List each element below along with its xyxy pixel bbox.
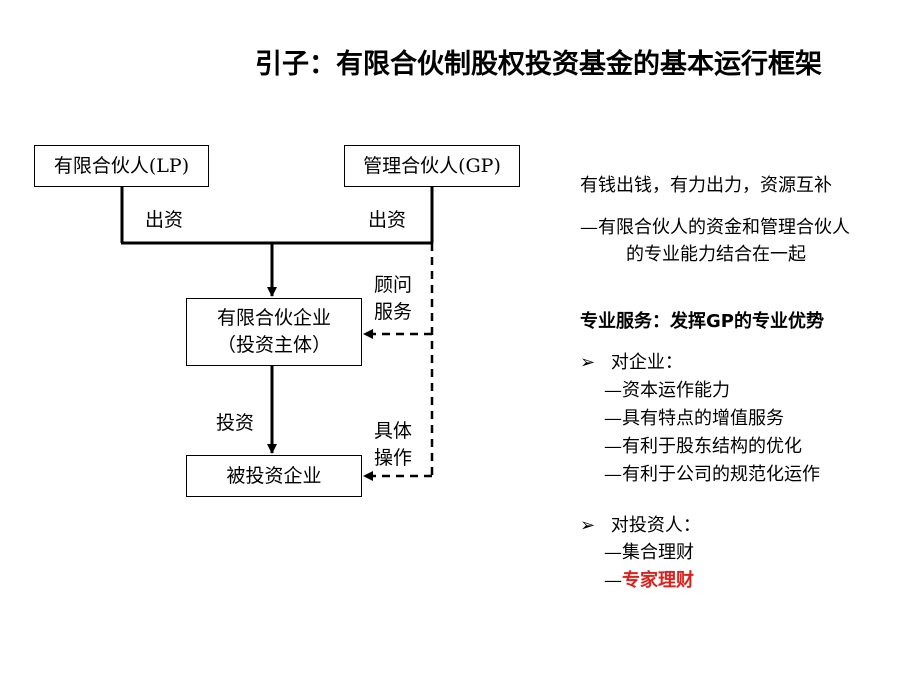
slogan: 有钱出钱，有力出力，资源互补 — [580, 175, 832, 196]
highlight-prefix: — — [604, 570, 622, 591]
advisory-label-1: 顾问 — [374, 274, 413, 296]
lp-box: 有限合伙人(LP) — [34, 145, 209, 187]
page-title: 引子：有限合伙制股权投资基金的基本运行框架 — [255, 49, 822, 80]
lp-box-label: 有限合伙人(LP) — [53, 154, 190, 177]
invest-label: 投资 — [216, 412, 255, 434]
bullet-arrow-icon: ➢ — [580, 515, 596, 536]
fund-box-line2: （投资主体） — [216, 334, 331, 356]
target-box: 被投资企业 — [186, 455, 362, 497]
list-item: —有利于公司的规范化运作 — [604, 464, 820, 485]
list-item: —集合理财 — [604, 542, 694, 563]
highlight-item: —专家理财 — [604, 567, 694, 595]
slogan-detail-1: —有限合伙人的资金和管理合伙人 — [580, 217, 850, 238]
target-box-label: 被投资企业 — [226, 464, 322, 487]
highlight-text: 专家理财 — [622, 570, 694, 591]
advisory-label-2: 服务 — [374, 301, 413, 323]
service-heading: 专业服务：发挥GP的专业优势 — [580, 311, 824, 332]
investor-heading: ➢ 对投资人： — [580, 512, 701, 540]
lp-contribute-label: 出资 — [145, 209, 184, 231]
list-item: —资本运作能力 — [604, 380, 730, 401]
operation-label-2: 操作 — [374, 447, 413, 469]
enterprise-heading: ➢ 对企业： — [580, 349, 683, 377]
gp-box: 管理合伙人(GP) — [344, 145, 520, 187]
list-item: —具有特点的增值服务 — [604, 408, 784, 429]
gp-box-label: 管理合伙人(GP) — [363, 154, 501, 177]
enterprise-heading-text: 对企业： — [610, 352, 683, 373]
fund-box: 有限合伙企业 （投资主体） — [186, 298, 362, 366]
list-item: —有利于股东结构的优化 — [604, 436, 802, 457]
operation-label-1: 具体 — [374, 420, 413, 442]
gp-contribute-label: 出资 — [368, 209, 407, 231]
fund-box-line1: 有限合伙企业 — [216, 307, 331, 329]
investor-heading-text: 对投资人： — [610, 515, 701, 536]
bullet-arrow-icon: ➢ — [580, 352, 596, 373]
slogan-detail-2: 的专业能力结合在一起 — [626, 244, 806, 265]
